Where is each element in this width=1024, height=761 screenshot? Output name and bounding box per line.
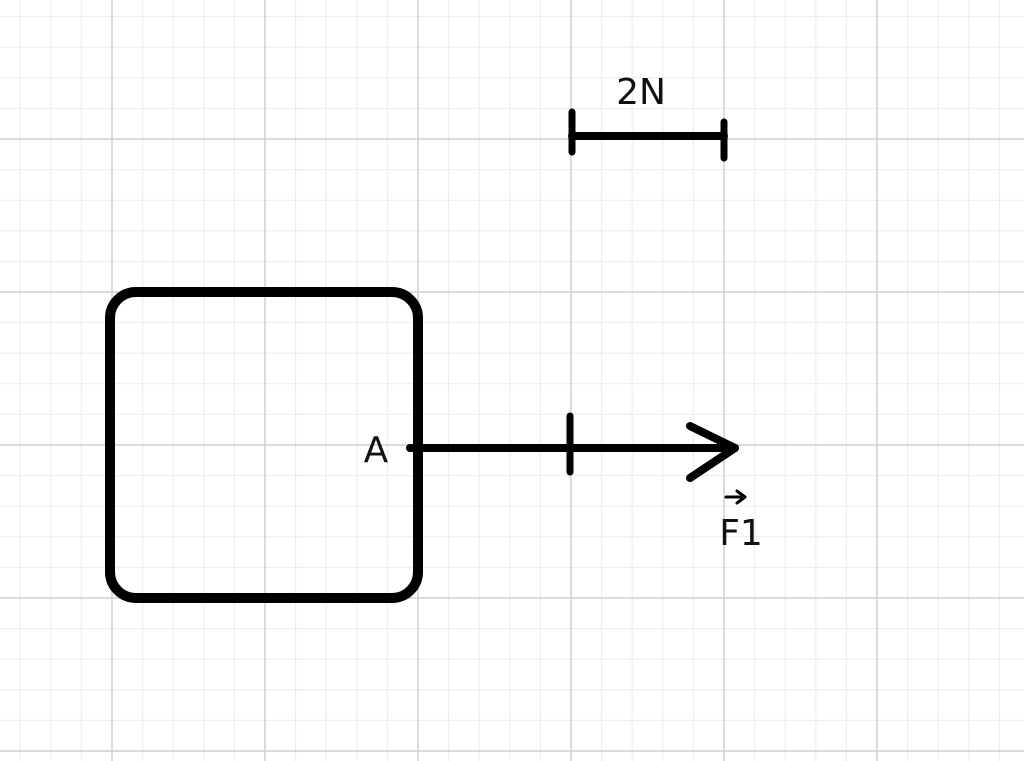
vector-label: F1 (719, 489, 763, 554)
application-point: A (364, 430, 414, 471)
scale-bar: 2N (568, 72, 728, 162)
scale-bar-label: 2N (616, 72, 666, 113)
force-vector-f1: F1 (406, 412, 763, 554)
arrowhead-icon (686, 422, 739, 482)
vector-overline-arrow-icon (735, 489, 747, 505)
point-a-label: A (364, 430, 389, 471)
vector-name-label: F1 (719, 513, 763, 554)
